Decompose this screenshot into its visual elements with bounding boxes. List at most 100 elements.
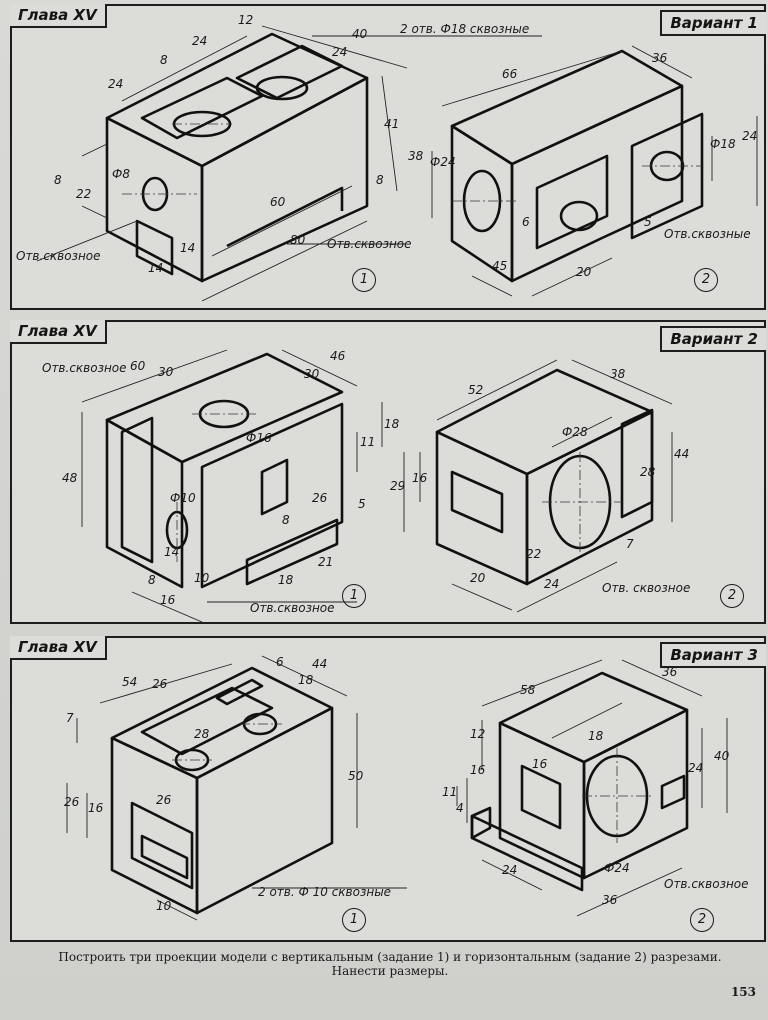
dimension-label: 12 [238, 13, 254, 27]
dimension-label: 16 [88, 801, 104, 815]
exercise-panel-1: Глава XV Вариант 1 [10, 4, 766, 310]
dimension-label: 10 [156, 899, 172, 913]
hole-note: Отв.сквозное [250, 601, 335, 615]
dimension-label: 40 [714, 749, 730, 763]
dimension-label: 24 [688, 761, 704, 775]
dimension-label: 26 [152, 677, 168, 691]
dimension-label: 24 [108, 77, 124, 91]
hole-note: 2 отв. Ф18 сквозные [400, 22, 530, 36]
dimension-label: 6 [522, 215, 530, 229]
hole-note: 2 отв. Ф 10 сквозные [258, 885, 392, 899]
isometric-drawings [36, 25, 758, 302]
dimension-label: 24 [742, 129, 758, 143]
exercise-panel-2: Глава XV Вариант 2 [10, 320, 766, 624]
dimension-label: Ф10 [170, 491, 196, 505]
variant-tab: Вариант 3 [660, 642, 766, 668]
dimension-label: 14 [164, 545, 180, 559]
dimension-label: 18 [588, 729, 604, 743]
dimension-label: 16 [532, 757, 548, 771]
hole-note: Отв. сквозное [602, 581, 691, 595]
dimension-label: 58 [520, 683, 536, 697]
dimension-label: 11 [442, 785, 458, 799]
page-number: 153 [730, 985, 756, 999]
dimension-label: 16 [160, 593, 176, 607]
dimension-label: 5 [644, 215, 652, 229]
variant-tab: Вариант 2 [660, 326, 766, 352]
dimension-label: Ф16 [246, 431, 272, 445]
dimension-label: 26 [156, 793, 172, 807]
dimension-label: 29 [390, 479, 406, 493]
hole-note: Отв.сквозные [664, 227, 751, 241]
dimension-label: 7 [626, 537, 634, 551]
dimension-label: 22 [76, 187, 92, 201]
dimension-label: 5 [358, 497, 366, 511]
dimension-label: 20 [470, 571, 486, 585]
model-2-drawing [403, 359, 673, 613]
dimension-label: 4 [456, 801, 464, 815]
model-2-drawing [456, 659, 728, 917]
dimension-label: 8 [54, 173, 62, 187]
dimension-label: 14 [180, 241, 196, 255]
model-1-drawing [81, 349, 383, 622]
dimension-label: Ф8 [112, 167, 130, 181]
dimension-label: 44 [674, 447, 690, 461]
dimension-label: Ф24 [604, 861, 630, 875]
dimension-label: 60 [270, 195, 286, 209]
dimension-label: 45 [492, 259, 508, 273]
dimension-label: 8 [148, 573, 156, 587]
dimension-label: 24 [502, 863, 518, 877]
hole-note: Отв.сквозное [42, 361, 127, 375]
model-number-1: 1 [342, 908, 366, 932]
dimension-label: 80 [290, 233, 306, 247]
dimension-label: 28 [194, 727, 210, 741]
dimension-label: 48 [62, 471, 78, 485]
model-number-2: 2 [694, 268, 718, 292]
chapter-tab: Глава XV [10, 636, 107, 660]
dimension-label: Ф18 [710, 137, 736, 151]
dimension-label: 36 [602, 893, 618, 907]
dimension-label: 22 [526, 547, 542, 561]
dimension-label: 18 [298, 673, 314, 687]
dimension-label: 50 [348, 769, 364, 783]
dimension-label: 24 [332, 45, 348, 59]
model-number-1: 1 [352, 268, 376, 292]
dimension-label: 41 [384, 117, 400, 131]
dimension-label: 46 [330, 349, 346, 363]
hole-note: Отв.сквозное [664, 877, 749, 891]
dimension-label: 20 [576, 265, 592, 279]
dimension-label: 16 [470, 763, 486, 777]
isometric-drawings [66, 655, 728, 921]
dimension-label: 18 [384, 417, 400, 431]
dimension-label: 7 [66, 711, 74, 725]
variant-tab: Вариант 1 [660, 10, 766, 36]
model-number-1: 1 [342, 584, 366, 608]
dimension-label: 8 [160, 53, 168, 67]
dimension-label: 38 [408, 149, 424, 163]
dimension-label: 54 [122, 675, 138, 689]
dimension-label: 26 [312, 491, 328, 505]
hole-note: Отв.сквозное [16, 249, 101, 263]
exercise-panel-3: Глава XV Вариант 3 [10, 636, 766, 942]
dimension-label: 8 [376, 173, 384, 187]
dimension-label: 60 [130, 359, 146, 373]
dimension-label: 18 [278, 573, 294, 587]
dimension-label: 36 [652, 51, 668, 65]
hole-note: Отв.сквозное [327, 237, 412, 251]
dimension-label: 14 [148, 261, 164, 275]
task-caption: Построить три проекции модели с вертикал… [58, 950, 722, 978]
dimension-label: 8 [282, 513, 290, 527]
dimension-label: 30 [304, 367, 320, 381]
dimension-label: 38 [610, 367, 626, 381]
dimension-label: 24 [544, 577, 560, 591]
model-1-drawing [36, 25, 542, 302]
dimension-label: Ф28 [562, 425, 588, 439]
dimension-label: 40 [352, 27, 368, 41]
dimension-label: 44 [312, 657, 328, 671]
dimension-label: 21 [318, 555, 334, 569]
dimension-label: 30 [158, 365, 174, 379]
dimension-label: 16 [412, 471, 428, 485]
isometric-drawings [81, 349, 673, 622]
model-1-drawing [66, 655, 407, 921]
dimension-label: 6 [276, 655, 284, 669]
